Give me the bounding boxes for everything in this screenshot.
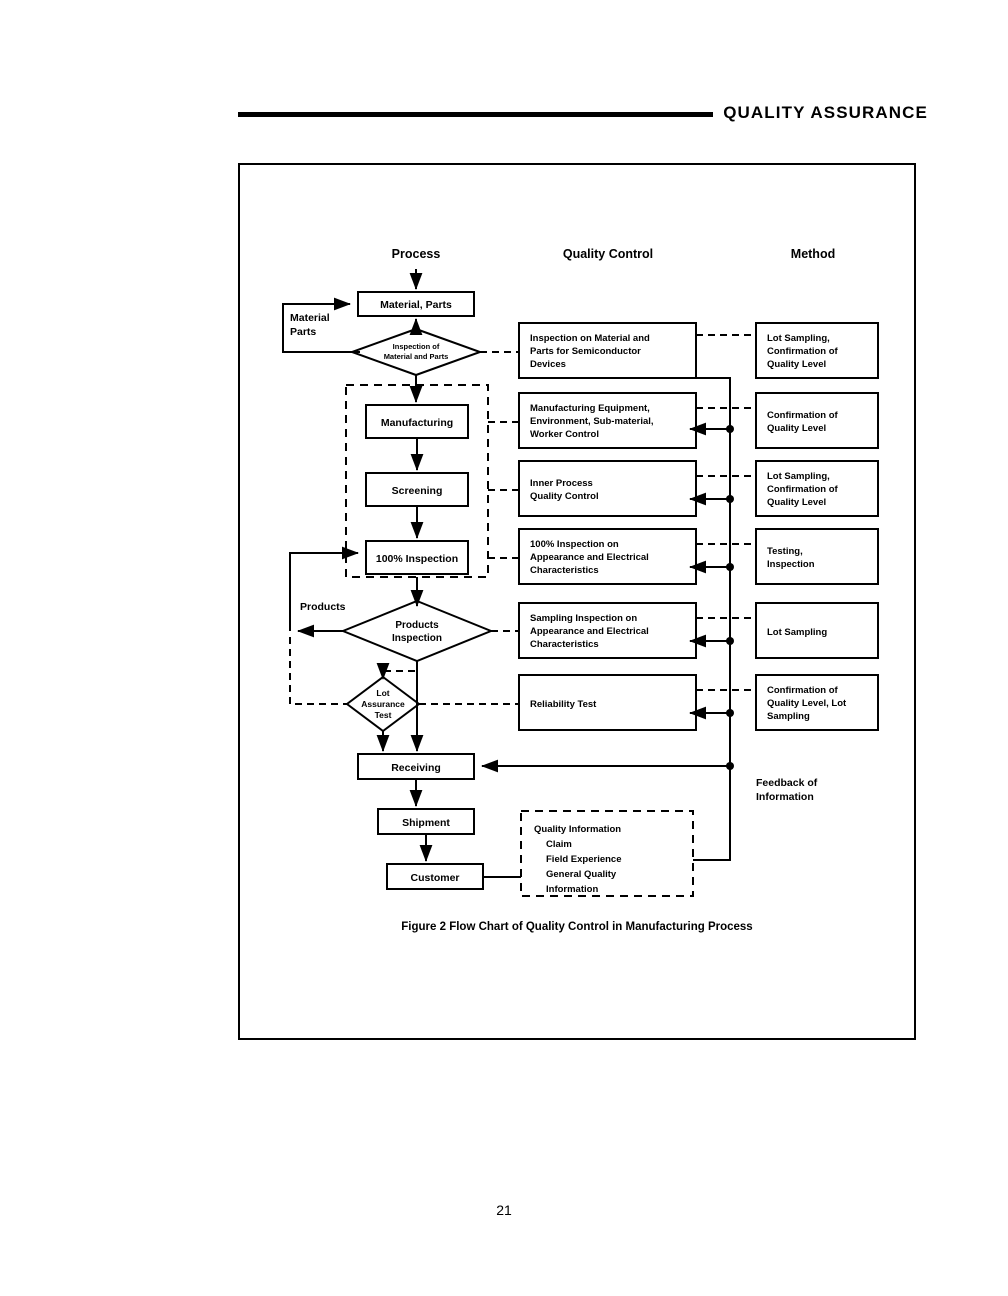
qc-box-2-line3: Worker Control <box>530 429 599 440</box>
flowchart-figure: Process Quality Control Method Material,… <box>282 247 879 933</box>
qc-box-4-line2: Appearance and Electrical <box>530 552 649 563</box>
qc-box-3-line1: Inner Process <box>530 478 593 489</box>
method-box-4-line1: Testing, <box>767 546 803 557</box>
page-number: 21 <box>496 1202 512 1218</box>
figure-frame <box>238 163 916 1040</box>
quality-information-item-1: Claim <box>546 839 572 850</box>
process-box-material-parts-label: Material, Parts <box>380 299 452 311</box>
qc-box-1-line1: Inspection on Material and <box>530 333 650 344</box>
qc-box-3-line2: Quality Control <box>530 491 599 502</box>
qc-box-3 <box>518 460 697 517</box>
column-heading-process: Process <box>392 247 441 261</box>
connector-products-rework-loop <box>289 546 359 631</box>
qc-box-5-line2: Appearance and Electrical <box>530 626 649 637</box>
method-box-6-line1: Confirmation of <box>767 685 839 696</box>
feedback-junction-qc3 <box>726 495 734 503</box>
process-box-shipment-label: Shipment <box>402 817 450 829</box>
method-box-3-line2: Confirmation of <box>767 484 839 495</box>
qc-box-1-line2: Parts for Semiconductor <box>530 346 641 357</box>
method-box-1-line3: Quality Level <box>767 359 826 370</box>
method-box-6-line2: Quality Level, Lot <box>767 698 847 709</box>
feedback-junction-qc2 <box>726 425 734 433</box>
method-box-2-line1: Confirmation of <box>767 410 839 421</box>
process-box-manufacturing-label: Manufacturing <box>381 417 453 429</box>
method-box-1-line2: Confirmation of <box>767 346 839 357</box>
quality-information-item-4: Information <box>546 884 598 895</box>
qc-box-1 <box>518 322 697 379</box>
qc-box-6 <box>518 674 697 731</box>
qc-box-2-line1: Manufacturing Equipment, <box>530 403 650 414</box>
process-box-receiving-label: Receiving <box>391 762 441 774</box>
qc-box-4-line3: Characteristics <box>530 565 599 576</box>
method-box-1 <box>755 322 879 379</box>
qc-box-2 <box>518 392 697 449</box>
page-title: QUALITY ASSURANCE <box>723 103 928 122</box>
quality-information-item-3: General Quality <box>546 869 617 880</box>
method-box-3 <box>755 460 879 517</box>
method-box-5 <box>755 602 879 659</box>
quality-information-title: Quality Information <box>534 824 621 835</box>
method-box-4 <box>755 528 879 585</box>
feedback-junction-qc6 <box>726 709 734 717</box>
qc-box-1-line3: Devices <box>530 359 566 370</box>
process-diamond-products-line2: Inspection <box>392 633 442 644</box>
feedback-junction-qc4 <box>726 563 734 571</box>
method-box-6-line3: Sampling <box>767 711 810 722</box>
method-box-3-line3: Quality Level <box>767 497 826 508</box>
qc-box-5-line3: Characteristics <box>530 639 599 650</box>
process-diamond-inspection-material-line2: Material and Parts <box>384 352 449 361</box>
method-box-6 <box>755 674 879 731</box>
process-diamond-lot-line3: Test <box>375 710 392 720</box>
figure-caption: Figure 2 Flow Chart of Quality Control i… <box>401 921 752 933</box>
qc-box-6-line1: Reliability Test <box>530 699 597 710</box>
qc-box-4 <box>518 528 697 585</box>
process-box-screening-label: Screening <box>392 485 443 497</box>
loop-label-products: Products <box>300 601 346 613</box>
process-box-material-parts <box>357 291 475 317</box>
process-box-customer-label: Customer <box>410 872 459 884</box>
process-box-inspection-100-label: 100% Inspection <box>376 553 458 565</box>
quality-information-item-2: Field Experience <box>546 854 622 865</box>
qc-box-2-line2: Environment, Sub-material, <box>530 416 654 427</box>
connector-quality-info-to-bus <box>693 766 731 861</box>
feedback-label-line1: Feedback of <box>756 777 818 789</box>
connector-dashed-products-to-lot-top <box>383 661 418 672</box>
process-diamond-products-line1: Products <box>395 620 439 631</box>
process-box-inspection-100 <box>365 540 469 575</box>
column-heading-quality-control: Quality Control <box>563 247 653 261</box>
method-box-2 <box>755 392 879 449</box>
process-diamond-inspection-material-line1: Inspection of <box>393 342 440 351</box>
method-box-1-line1: Lot Sampling, <box>767 333 830 344</box>
process-group-manufacturing-dashed <box>345 384 489 578</box>
feedback-junction-qc5 <box>726 637 734 645</box>
connector-material-parts-return <box>282 297 360 353</box>
process-diamond-products-inspection <box>340 599 494 663</box>
process-diamond-lot-line1: Lot <box>376 688 389 698</box>
connector-dashed-left-bus-to-lot <box>289 637 348 705</box>
header-rule <box>238 111 714 117</box>
method-box-3-line1: Lot Sampling, <box>767 471 830 482</box>
qc-box-5-line1: Sampling Inspection on <box>530 613 637 624</box>
quality-information-box <box>520 810 694 897</box>
method-box-4-line2: Inspection <box>767 559 815 570</box>
feedback-label-line2: Information <box>756 791 814 803</box>
method-box-2-line2: Quality Level <box>767 423 826 434</box>
process-diamond-lot-line2: Assurance <box>361 699 405 709</box>
method-box-5-line1: Lot Sampling <box>767 627 827 638</box>
qc-box-5 <box>518 602 697 659</box>
loop-label-parts: Parts <box>290 326 316 338</box>
column-heading-method: Method <box>791 247 835 261</box>
loop-label-material: Material <box>290 312 330 324</box>
qc-box-4-line1: 100% Inspection on <box>530 539 619 550</box>
running-header: QUALITY ASSURANCE <box>238 98 928 128</box>
